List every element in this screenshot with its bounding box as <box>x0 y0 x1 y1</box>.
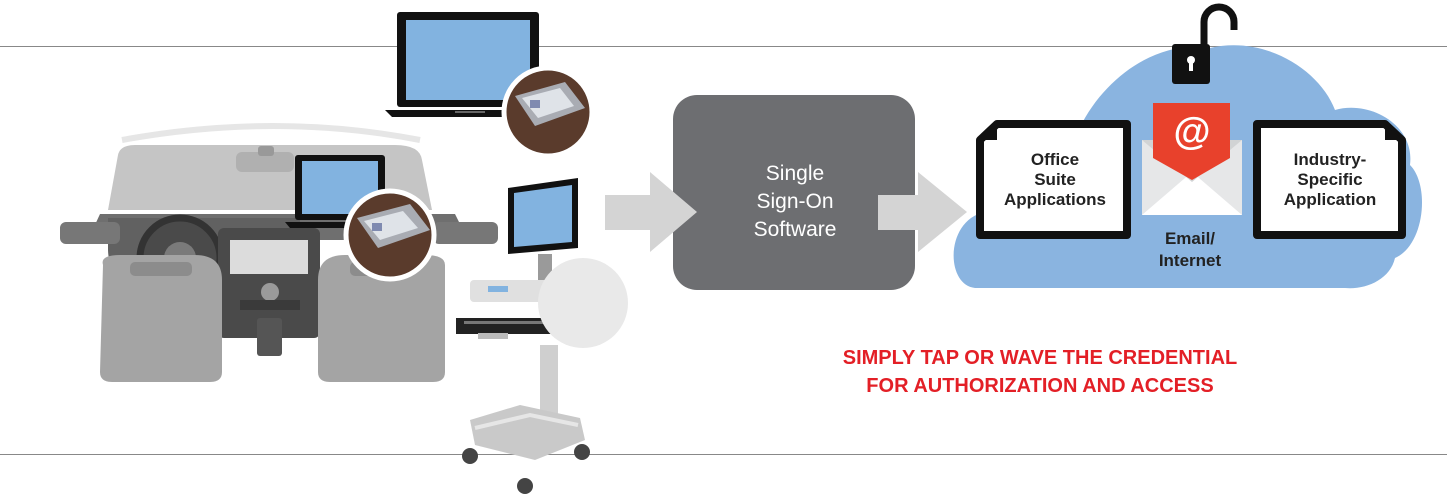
email-internet-label: Email/ Internet <box>1158 229 1222 270</box>
badge-reader-icon <box>501 65 595 159</box>
badge-reader-icon <box>343 188 437 282</box>
arrow-right-icon <box>878 172 967 252</box>
sso-box <box>673 95 915 290</box>
medical-cart-icon <box>456 178 628 494</box>
laptop-icon <box>385 12 553 117</box>
sso-label: Single Sign-On Software <box>753 162 837 241</box>
padlock-open-icon <box>1172 3 1238 84</box>
industry-app-label: Industry- Specific Application <box>1283 150 1377 209</box>
envelope-icon <box>1142 103 1242 215</box>
document-icon <box>976 120 1131 239</box>
email-at-symbol: @ <box>1173 111 1211 153</box>
bottom-divider <box>0 454 1447 455</box>
top-divider <box>0 46 1447 47</box>
tagline: SIMPLY TAP OR WAVE THE CREDENTIAL FOR AU… <box>842 347 1238 397</box>
office-suite-label: Office Suite Applications <box>1003 150 1106 209</box>
document-icon <box>1253 120 1406 239</box>
arrow-right-icon <box>605 172 697 252</box>
